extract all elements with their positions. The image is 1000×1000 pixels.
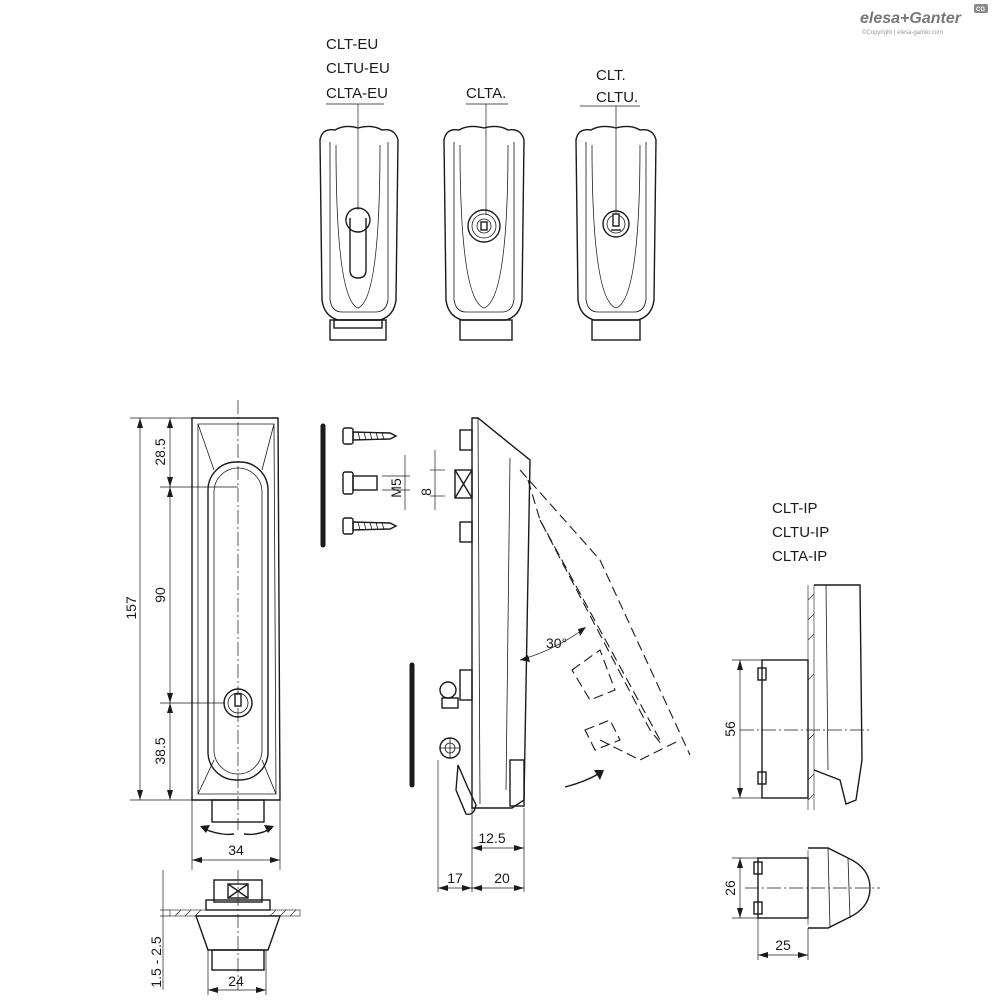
screw-3 bbox=[342, 517, 398, 535]
cg-badge bbox=[974, 4, 988, 13]
front-view-clt bbox=[575, 106, 657, 341]
dim-total-height: 157 bbox=[123, 596, 139, 620]
brand-logo-text: elesa+Ganter bbox=[860, 10, 962, 27]
screw-1 bbox=[342, 427, 398, 445]
label-cltu-eu: CLTU-EU bbox=[326, 60, 390, 77]
label-cltu-ip: CLTU-IP bbox=[772, 524, 829, 541]
label-cltu: CLTU. bbox=[596, 89, 638, 106]
dimensions-main: 157 28.5 90 38.5 34 bbox=[123, 417, 281, 870]
copyright-text: ©Copyright | elesa-ganter.com bbox=[862, 29, 943, 36]
main-front-view bbox=[191, 400, 281, 836]
label-clt-eu: CLT-EU bbox=[326, 36, 378, 53]
dim-angle: 30° bbox=[546, 635, 567, 651]
dim-offset-c: 20 bbox=[494, 870, 510, 886]
label-clt-ip: CLT-IP bbox=[772, 500, 818, 517]
dim-bottom-segment: 38.5 bbox=[152, 737, 168, 764]
dim-ip-height: 56 bbox=[722, 721, 738, 737]
dim-ip-lock-height: 26 bbox=[722, 880, 738, 896]
dim-width: 34 bbox=[228, 842, 244, 858]
front-view-eu bbox=[319, 104, 399, 341]
dim-offset-b: 17 bbox=[447, 870, 463, 886]
label-clt: CLT. bbox=[596, 67, 626, 84]
side-view: M5 8 30° bbox=[320, 417, 691, 892]
dim-offset-a: 12.5 bbox=[478, 830, 505, 846]
dim-hole: 8 bbox=[418, 488, 434, 496]
label-clta-eu: CLTA-EU bbox=[326, 85, 388, 102]
dim-middle-segment: 90 bbox=[152, 587, 168, 603]
dim-ip-depth: 25 bbox=[775, 937, 791, 953]
bottom-section-view: 1.5 - 2.5 24 bbox=[148, 870, 301, 995]
label-clta-ip: CLTA-IP bbox=[772, 548, 827, 565]
ip-top-view: 26 25 bbox=[722, 847, 880, 960]
dim-top-segment: 28.5 bbox=[152, 438, 168, 465]
dim-thread: M5 bbox=[388, 478, 404, 498]
ip-side-view: 56 bbox=[722, 584, 870, 810]
label-clta: CLTA. bbox=[466, 85, 506, 102]
dim-panel-thickness: 1.5 - 2.5 bbox=[148, 936, 164, 988]
front-view-clta bbox=[443, 104, 525, 341]
cg-badge-text: CG bbox=[976, 7, 985, 13]
brand-logo: elesa+Ganter ©Copyright | elesa-ganter.c… bbox=[860, 4, 988, 36]
dim-base-width: 24 bbox=[228, 973, 244, 989]
screw-2 bbox=[342, 471, 378, 495]
